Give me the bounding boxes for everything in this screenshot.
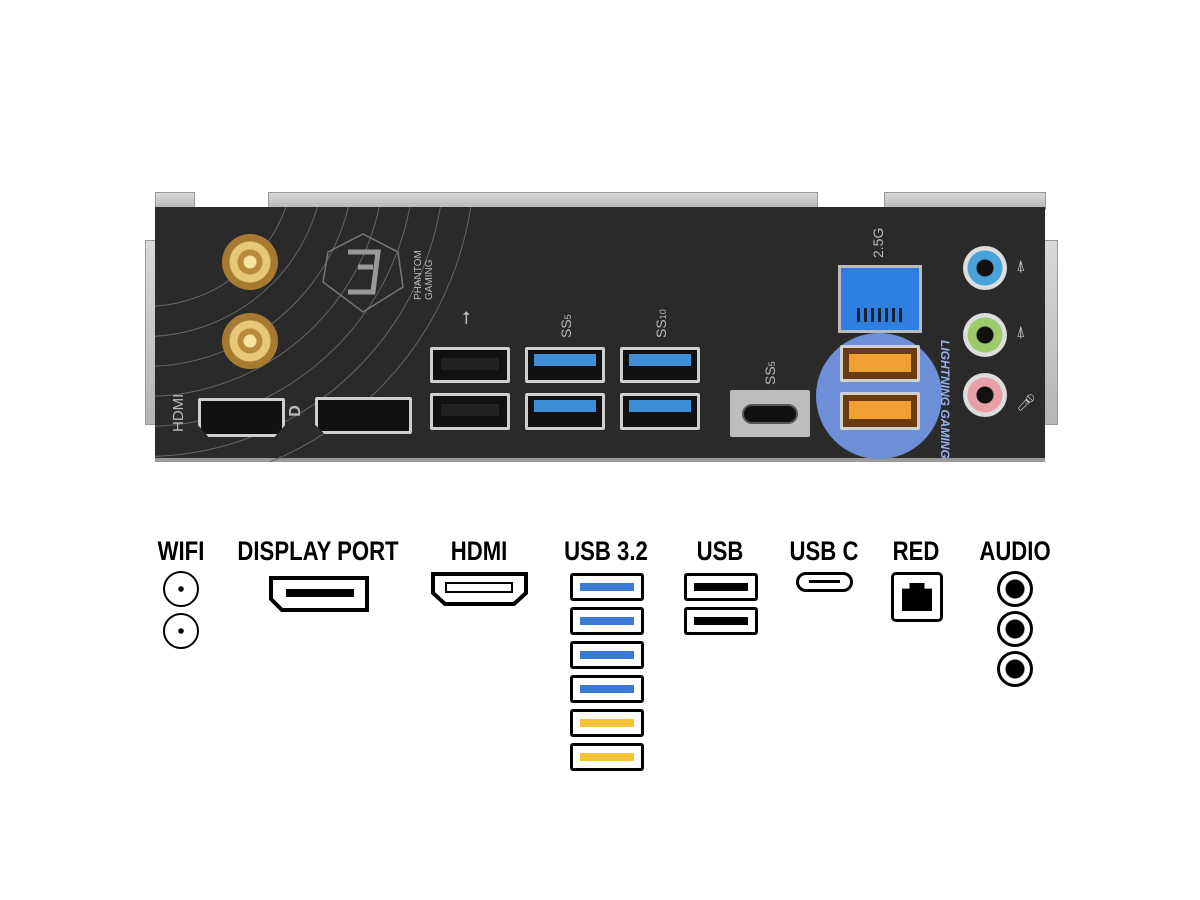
lightning-gaming-text: LIGHTNING GAMING	[938, 340, 952, 459]
phantom-gaming-brand: PHANTOM GAMING	[413, 250, 435, 300]
usb2-port-2	[430, 393, 510, 430]
usb32-icon-6	[570, 743, 644, 771]
hdmi-panel-label: HDMI	[170, 393, 187, 432]
audio-jack-icon-3	[997, 651, 1033, 687]
usb3-port-2	[525, 393, 605, 430]
audio-jack-mic	[963, 373, 1007, 417]
usb2-icon-2	[684, 607, 758, 635]
hdmi-icon	[431, 572, 528, 606]
legend-displayport-label: DISPLAY PORT	[237, 536, 399, 566]
legend-usb32-label: USB 3.2	[564, 536, 648, 566]
usbc-ss-number: 5	[767, 361, 777, 367]
ss10-label: SS10	[653, 309, 669, 338]
wifi-antenna-connector-2	[222, 313, 278, 369]
displayport-port	[315, 397, 412, 434]
line-in-icon: ⍋	[1016, 258, 1026, 275]
hdmi-port	[198, 398, 285, 437]
rj45-lan-port	[838, 265, 922, 333]
legend-red-label: RED	[892, 536, 940, 566]
usb32-icon-2	[570, 607, 644, 635]
usb3-port-1	[525, 347, 605, 383]
usb3-port-3	[620, 347, 700, 383]
lan-speed-label: 2.5G	[870, 227, 886, 258]
wifi-antenna-icon-2	[163, 613, 199, 649]
usb-c-port	[742, 404, 798, 424]
usb32-icon-5	[570, 709, 644, 737]
usb32-icon-3	[570, 641, 644, 669]
usb32-icon-4	[570, 675, 644, 703]
audio-jack-icon-2	[997, 611, 1033, 647]
phantom-gaming-logo	[322, 233, 404, 313]
ss5-number: 5	[563, 314, 573, 320]
usb2-port-1	[430, 347, 510, 383]
displayport-symbol: D	[286, 405, 304, 417]
legend-usbc-label: USB C	[789, 536, 859, 566]
legend-wifi-label: WIFI	[157, 536, 205, 566]
lightning-usb-port-2	[840, 392, 920, 430]
usb-c-icon	[796, 572, 853, 592]
usb-icon: ⭡	[462, 308, 471, 328]
lightning-usb-port-1	[840, 345, 920, 382]
usb32-icon-1	[570, 573, 644, 601]
legend-hdmi-label: HDMI	[450, 536, 508, 566]
microphone-icon: 🎤︎	[1016, 395, 1037, 412]
usb2-icon-1	[684, 573, 758, 601]
wifi-antenna-connector-1	[222, 234, 278, 290]
ss5-label: SS5	[558, 314, 574, 338]
usb3-port-4	[620, 393, 700, 430]
line-out-icon: ⍋	[1016, 324, 1026, 341]
wifi-antenna-icon-1	[163, 571, 199, 607]
rj45-lan-icon	[891, 572, 943, 622]
audio-jack-icon-1	[997, 571, 1033, 607]
ss10-number: 10	[658, 309, 668, 320]
legend-usb-label: USB	[696, 536, 744, 566]
audio-jack-line-out	[963, 313, 1007, 357]
displayport-icon	[269, 576, 369, 612]
usbc-ss-label: SS5	[762, 361, 778, 385]
legend-audio-label: AUDIO	[979, 536, 1051, 566]
audio-jack-line-in	[963, 246, 1007, 290]
